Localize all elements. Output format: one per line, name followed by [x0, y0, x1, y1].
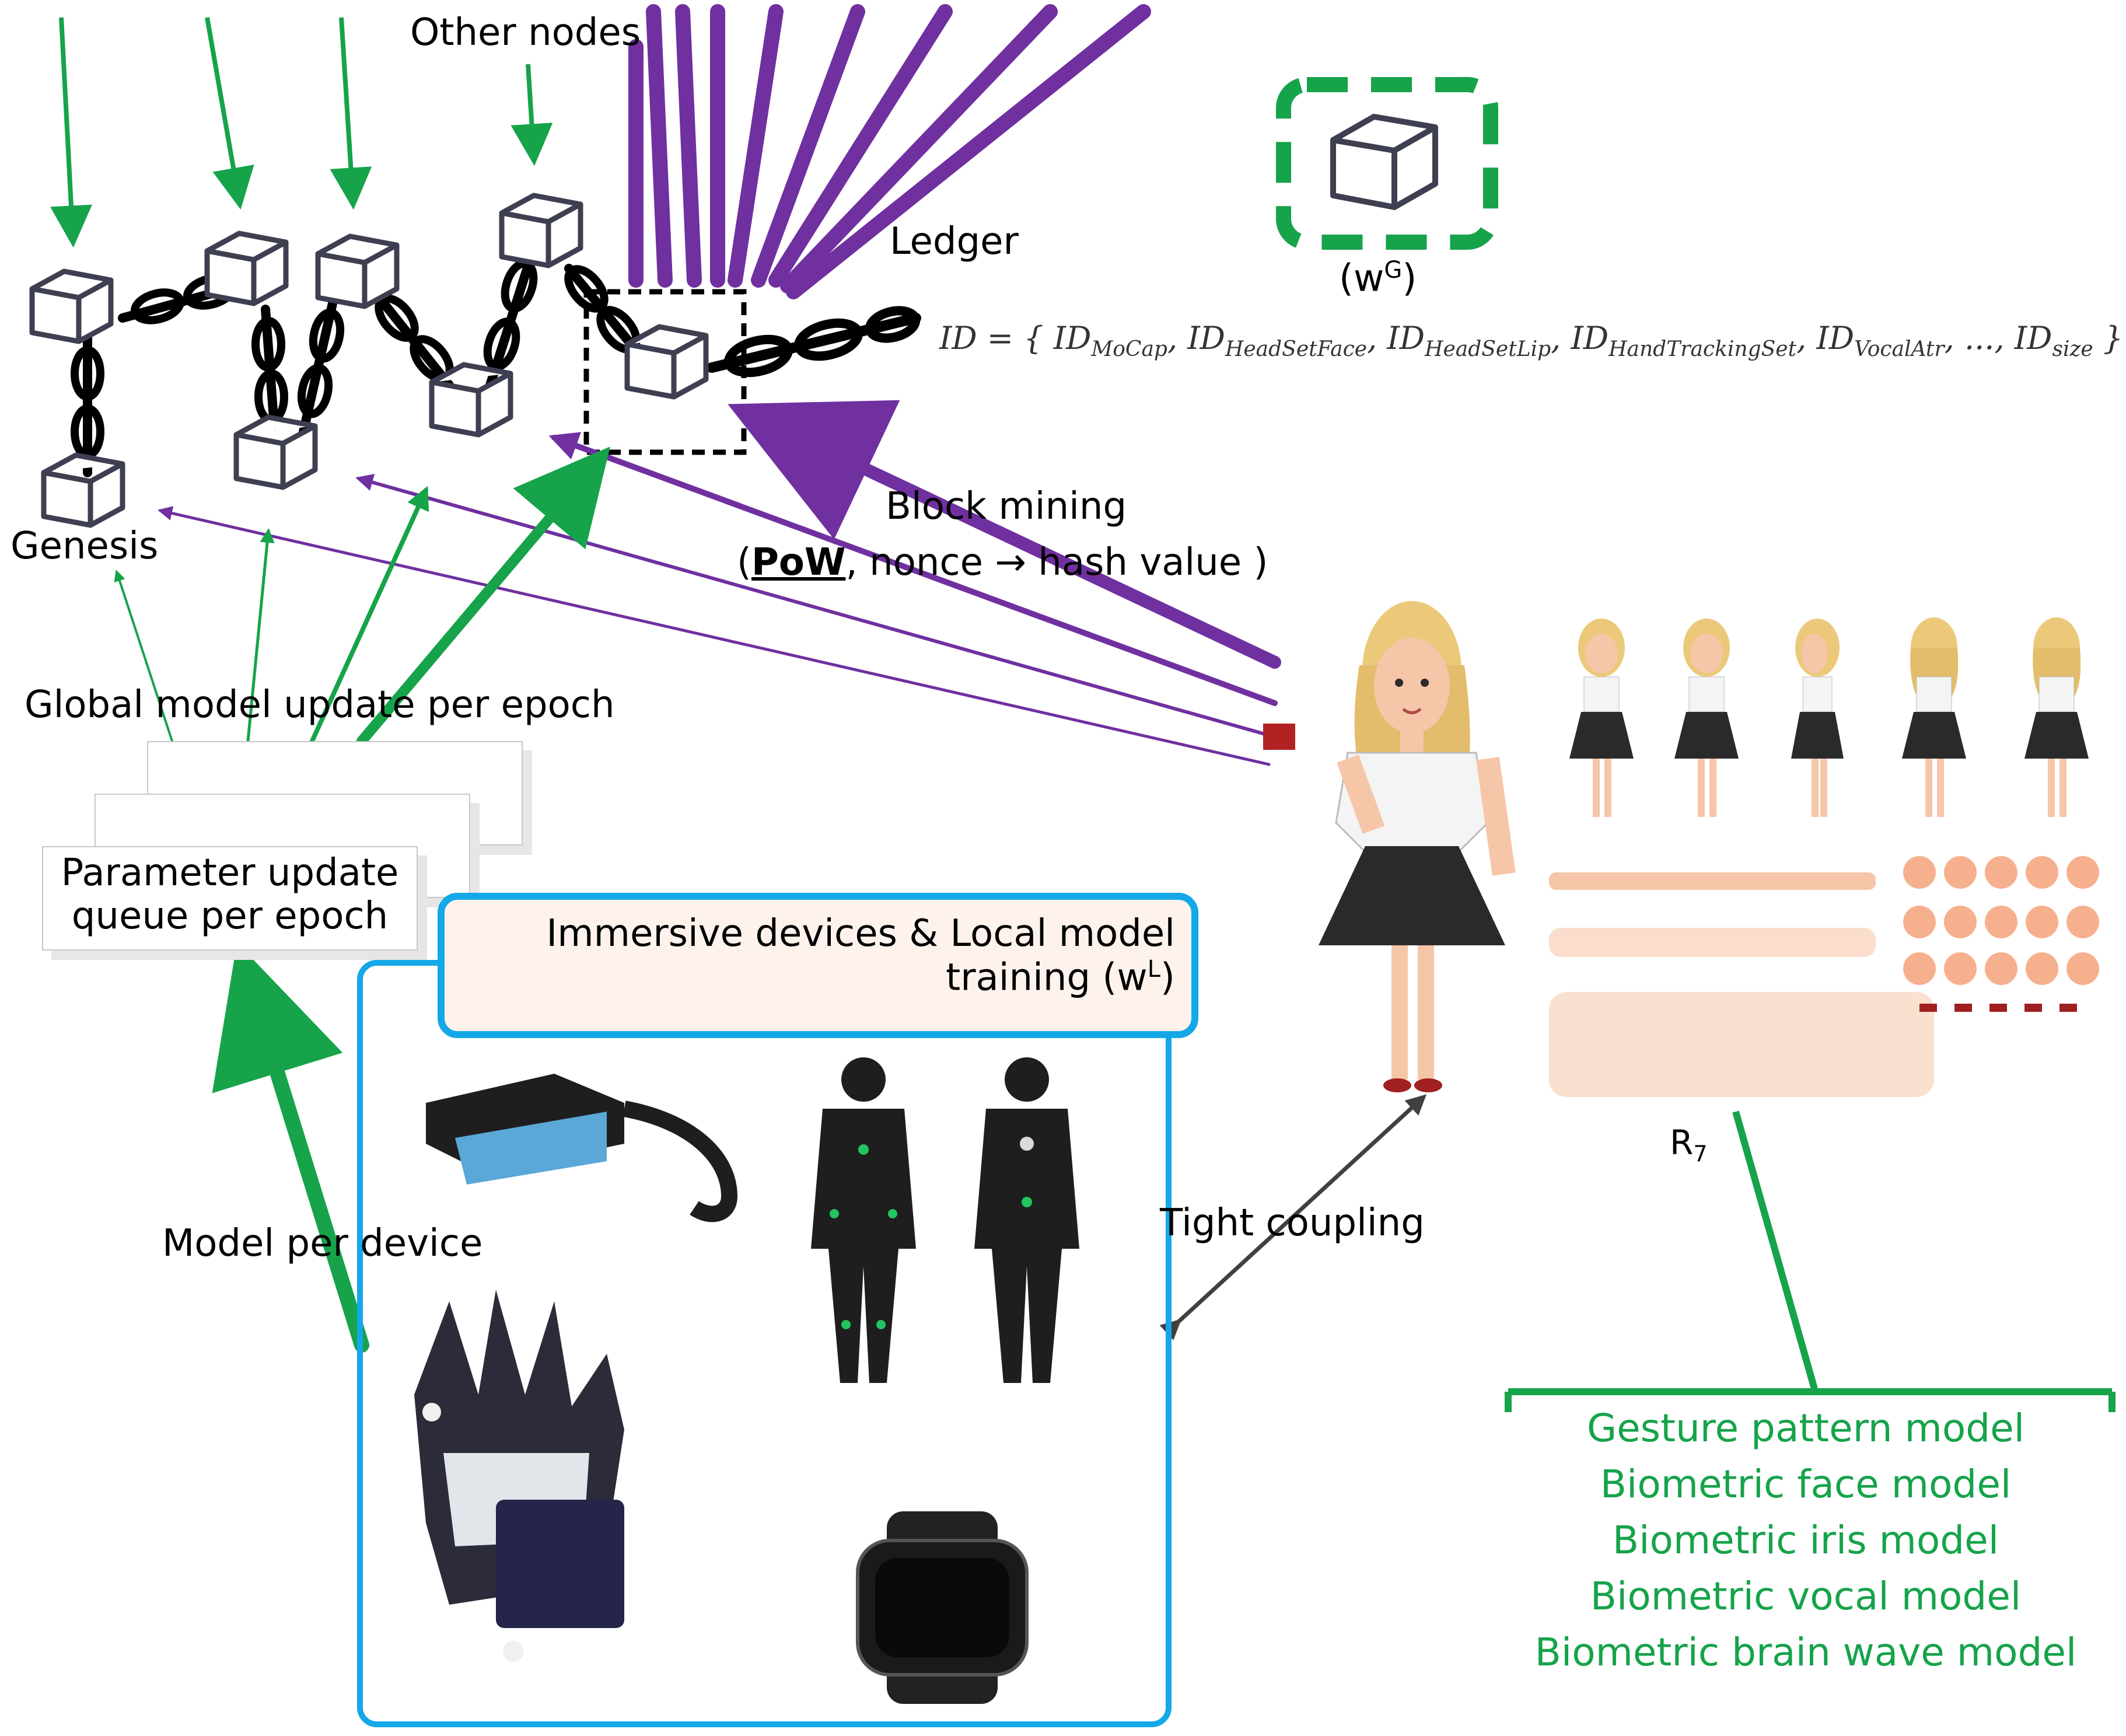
tight-coupling-arrow [1159, 1094, 1427, 1340]
id-term: IDVocalAtr, [1816, 320, 1954, 361]
tight-coupling-label: Tight coupling [1160, 1201, 1425, 1245]
pow-label: (PoW, nonce → hash value ) [737, 541, 1268, 584]
id-term: IDHeadSetLip, [1387, 320, 1561, 361]
global-model-dashed-box [1276, 77, 1498, 250]
other-nodes-purple-fan [628, 4, 1151, 299]
avatar-turnaround-sheet [1569, 617, 2089, 817]
global-weight-prefix: (w [1339, 257, 1384, 301]
block-mining-label: Block mining [886, 485, 1127, 528]
global-weight-suffix: ) [1402, 257, 1417, 301]
avatar-woman-illustration [1263, 601, 1516, 1092]
smartwatch-image [856, 1511, 1029, 1704]
id-formula-lhs: ID = { [939, 320, 1044, 357]
local-training-title-box: Immersive devices & Local model training… [438, 893, 1198, 1038]
param-queue-line1: Parameter update [61, 851, 399, 895]
biometric-model-item: Biometric brain wave model [1534, 1630, 2077, 1675]
genesis-label: Genesis [11, 525, 159, 568]
mocap-suit-back-image [974, 1057, 1079, 1383]
immersive-line1: Immersive devices & Local model [546, 912, 1175, 955]
immersive-devices-box [357, 960, 1172, 1727]
model-per-device-arrow [212, 942, 369, 1353]
global-model-cube [1330, 114, 1438, 210]
biometric-models-list: Gesture pattern model Biometric face mod… [1505, 1400, 2106, 1681]
block-cube [315, 233, 400, 309]
block-cube [233, 414, 318, 490]
biometric-bracket [1505, 1110, 2115, 1412]
id-term: IDsize [2014, 320, 2093, 361]
id-term: IDHandTrackingSet, [1571, 320, 1807, 361]
block-cube [204, 230, 289, 306]
biometric-model-item: Biometric face model [1600, 1462, 2012, 1507]
vr-headset-image [426, 1074, 738, 1222]
id-formula: ID = { IDMoCap, IDHeadSetFace, IDHeadSet… [939, 320, 2123, 361]
global-update-green-arrows [114, 446, 610, 746]
r7-label: R7 [1670, 1123, 1708, 1167]
global-weight-superscript: G [1384, 257, 1403, 284]
new-block-dashed-box [583, 289, 747, 455]
queue-card-front: Parameter update queue per epoch [42, 846, 418, 951]
global-weight-label: (wG) [1339, 257, 1417, 301]
other-nodes-label: Other nodes [410, 11, 641, 54]
pow-bold: PoW [751, 541, 846, 584]
haptic-glove-image [414, 1290, 624, 1662]
global-update-label: Global model update per epoch [25, 683, 615, 726]
id-term: ..., [1964, 320, 2005, 357]
avatar-parts-sheet [1549, 856, 2099, 1097]
id-formula-rhs: } [2103, 320, 2124, 357]
block-cube [499, 193, 583, 268]
mocap-suit-front-image [811, 1057, 916, 1383]
biometric-model-item: Biometric vocal model [1590, 1574, 2022, 1619]
id-term: IDHeadSetFace, [1187, 320, 1377, 361]
immersive-line2: training (wL) [946, 955, 1175, 999]
block-cube [429, 362, 513, 438]
block-cube [624, 324, 709, 400]
ledger-label: Ledger [890, 220, 1019, 263]
genesis-block-cube [41, 452, 125, 528]
biometric-model-item: Gesture pattern model [1586, 1406, 2025, 1451]
model-per-device-label: Model per device [162, 1222, 483, 1265]
biometric-model-item: Biometric iris model [1612, 1518, 1999, 1563]
param-queue-line2: queue per epoch [71, 894, 389, 938]
block-cubes [29, 114, 1438, 528]
block-cube [29, 268, 114, 344]
id-term: IDMoCap, [1053, 320, 1178, 361]
purple-mining-arrows [158, 400, 1281, 766]
top-green-arrows [50, 17, 553, 248]
